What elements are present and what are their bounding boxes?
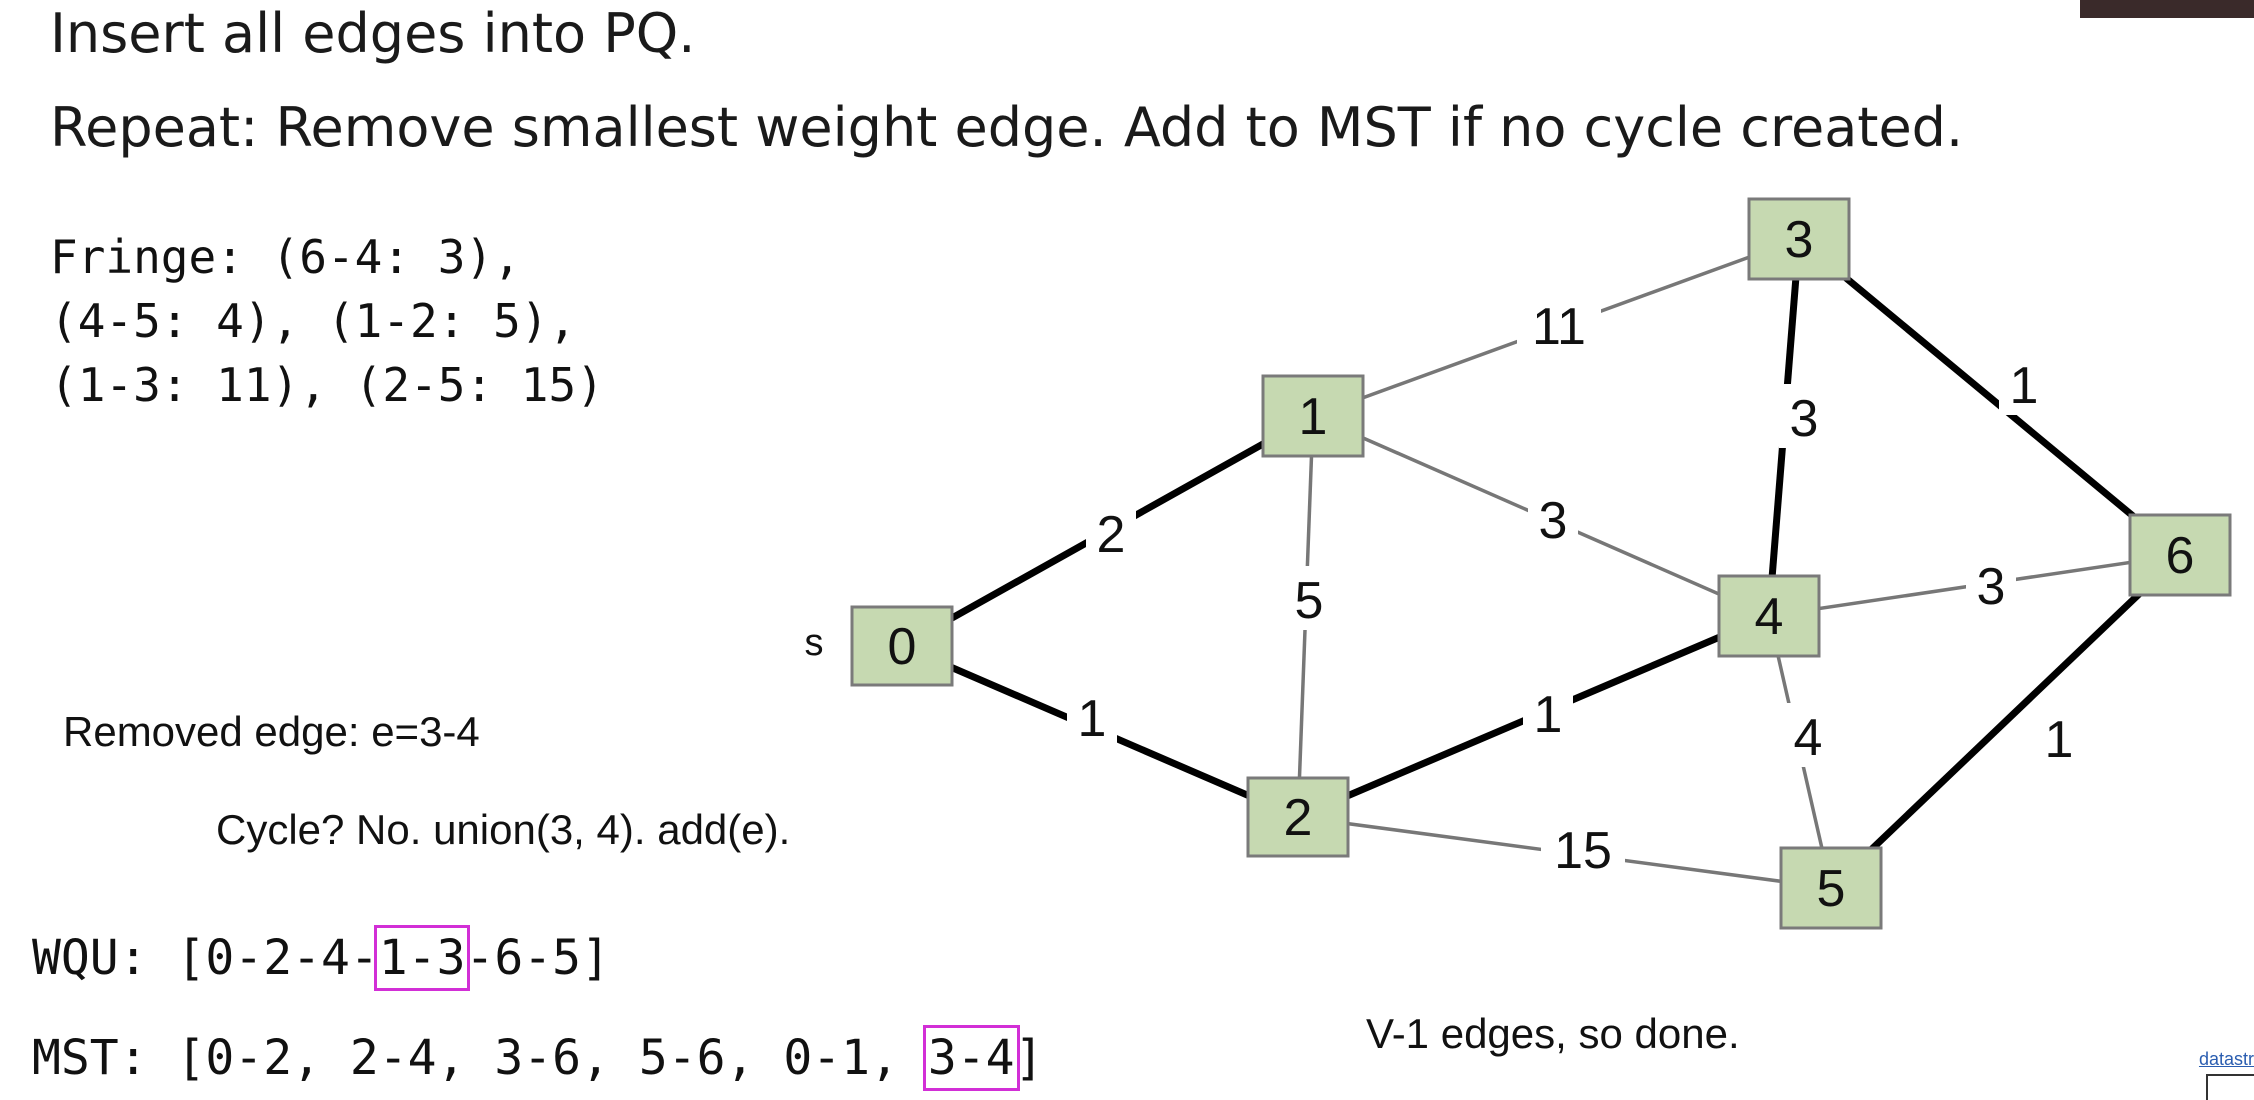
edge-weight-0-1: 2	[1097, 506, 1126, 564]
node-label-6: 6	[2166, 527, 2195, 585]
mst-prefix: MST: [0-2, 2-4, 3-6, 5-6, 0-1,	[32, 1030, 928, 1086]
edge-label-bg-0-1	[1086, 500, 1136, 564]
edge-weight-4-6: 3	[1977, 558, 2006, 616]
fringe-line-2: (4-5: 4), (1-2: 5),	[50, 294, 577, 348]
edge-label-bg-3-6	[1999, 351, 2049, 415]
corner-widget[interactable]	[2206, 1074, 2254, 1100]
node-5	[1779, 846, 1883, 930]
edge-weight-3-6: 1	[2010, 357, 2039, 415]
wqu-suffix: -6-5]	[465, 930, 610, 986]
edge-weight-4-5: 4	[1794, 709, 1823, 767]
fringe-line-1: Fringe: (6-4: 3),	[50, 230, 521, 284]
fringe-line-3: (1-3: 11), (2-5: 15)	[50, 358, 604, 412]
node-2	[1246, 776, 1350, 858]
corner-link[interactable]: datastr	[2198, 1049, 2254, 1069]
edge-label-bg-1-3	[1517, 292, 1601, 356]
edge-weight-1-4: 3	[1539, 492, 1568, 550]
node-4	[1717, 574, 1821, 658]
wqu-highlight-box: 1-3	[373, 925, 471, 991]
done-note: V-1 edges, so done.	[1366, 1010, 1740, 1057]
webcam-overlay	[2080, 0, 2254, 18]
edge-weight-2-4: 1	[1534, 686, 1563, 744]
edge-label-bg-4-5	[1783, 703, 1833, 767]
node-label-1: 1	[1299, 388, 1328, 446]
mst-array: MST: [0-2, 2-4, 3-6, 5-6, 0-1, 3-4]	[32, 1025, 1044, 1091]
node-label-4: 4	[1755, 588, 1784, 646]
node-label-2: 2	[1284, 789, 1313, 847]
edge-3-6-mst	[1796, 236, 2183, 558]
mst-highlight-box: 3-4	[922, 1025, 1020, 1091]
edge-label-bg-2-4	[1523, 680, 1573, 744]
edge-weight-1-3: 11	[1532, 298, 1586, 356]
node-6	[2128, 513, 2232, 597]
wqu-array: WQU: [0-2-4-1-3-6-5]	[32, 925, 610, 991]
node-label-3: 3	[1785, 211, 1814, 269]
edge-weight-0-2: 1	[1078, 690, 1107, 748]
edge-label-bg-4-6	[1966, 552, 2016, 616]
edge-label-bg-1-2	[1284, 566, 1334, 630]
edge-weight-1-2: 5	[1295, 572, 1324, 630]
edge-label-bg-2-5	[1541, 816, 1625, 880]
edge-label-bg-3-4	[1779, 384, 1829, 448]
edge-label-bg-5-6	[2034, 705, 2084, 769]
node-label-5: 5	[1817, 860, 1846, 918]
removed-edge-label: Removed edge: e=3-4	[63, 708, 480, 755]
node-0	[850, 605, 954, 687]
mst-suffix: ]	[1014, 1030, 1044, 1086]
node-1	[1261, 374, 1365, 458]
instruction-insert: Insert all edges into PQ.	[50, 2, 696, 65]
wqu-prefix: WQU: [0-2-4-	[32, 930, 379, 986]
edge-weight-3-4: 3	[1790, 390, 1819, 448]
edge-5-6-mst	[1828, 552, 2183, 891]
cycle-check-label: Cycle? No. union(3, 4). add(e).	[216, 806, 791, 853]
edge-weight-5-6: 1	[2045, 711, 2074, 769]
node-label-0: 0	[888, 618, 917, 676]
node-3	[1747, 197, 1851, 281]
edge-label-bg-0-2	[1067, 684, 1117, 748]
edge-weight-2-5: 15	[1554, 822, 1612, 880]
source-label: s	[805, 622, 824, 664]
edge-label-bg-1-4	[1528, 486, 1578, 550]
instruction-repeat: Repeat: Remove smallest weight edge. Add…	[50, 96, 1964, 159]
